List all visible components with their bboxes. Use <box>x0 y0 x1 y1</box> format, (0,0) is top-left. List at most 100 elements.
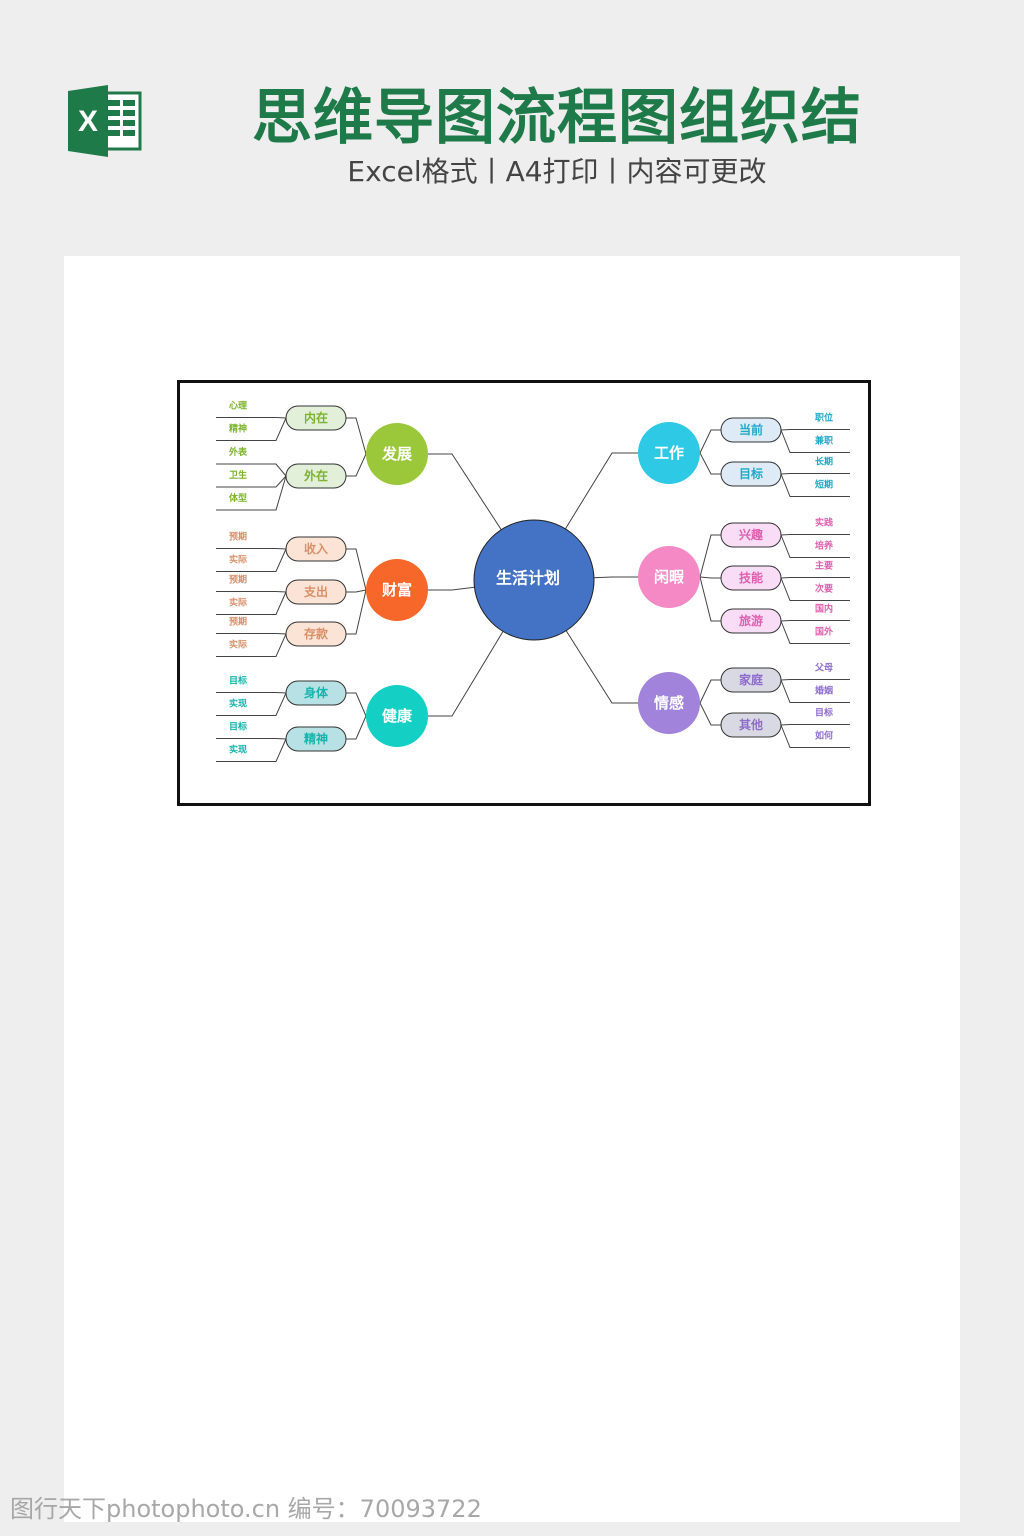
branch-node <box>638 422 700 484</box>
leaf-connector <box>780 534 850 536</box>
leaf-connector <box>216 738 287 762</box>
leaf-connector <box>780 724 850 726</box>
leaf-label: 心理 <box>229 401 247 412</box>
leaf-label: 精神 <box>229 423 247 435</box>
subtopic-label: 兴趣 <box>739 527 764 542</box>
subtopic-connector <box>346 589 367 593</box>
leaf-connector <box>216 548 287 572</box>
subtopic-pill <box>720 522 782 548</box>
branch-node <box>366 685 428 747</box>
leaf-label: 卫生 <box>229 469 247 481</box>
branch-connector <box>428 453 502 530</box>
leaf-label: 国外 <box>815 626 833 638</box>
branch-label: 工作 <box>654 444 684 462</box>
branch-connector <box>428 631 504 717</box>
leaf-label: 国内 <box>815 603 833 615</box>
subtopic-label: 身体 <box>304 685 329 700</box>
leaf-connector <box>216 417 287 419</box>
subtopic-pill <box>720 608 782 634</box>
branch-label: 闲暇 <box>654 568 684 586</box>
branch-node <box>366 559 428 621</box>
subtopic-pill <box>720 417 782 443</box>
leaf-connector <box>216 591 287 615</box>
leaf-connector <box>216 633 287 657</box>
leaf-label: 预期 <box>229 574 247 586</box>
watermark: 图行天下photophoto.cn 编号：70093722 <box>10 1495 482 1523</box>
subtopic-label: 其他 <box>739 717 763 732</box>
branch-node <box>366 423 428 485</box>
leaf-label: 目标 <box>229 675 247 687</box>
leaf-connector <box>780 429 850 431</box>
subtopic-pill <box>285 726 347 752</box>
branch-label: 情感 <box>654 694 684 712</box>
subtopic-label: 旅游 <box>739 613 763 628</box>
leaf-connector <box>780 679 850 681</box>
branch-connector <box>593 576 638 579</box>
subtopic-label: 内在 <box>304 410 328 425</box>
leaf-label: 预期 <box>229 616 247 628</box>
subtopic-label: 家庭 <box>739 672 763 687</box>
leaf-connector <box>780 724 850 748</box>
subtopic-label: 收入 <box>304 541 328 556</box>
subtopic-pill <box>285 579 347 605</box>
leaf-label: 长期 <box>815 456 833 468</box>
subtopic-pill <box>720 667 782 693</box>
leaf-label: 兼职 <box>814 435 833 447</box>
leaf-label: 预期 <box>229 531 247 543</box>
leaf-label: 实际 <box>229 597 247 609</box>
subtopic-pill <box>285 463 347 489</box>
leaf-connector <box>780 577 850 601</box>
subtopic-pill <box>285 680 347 706</box>
leaf-connector <box>780 620 850 622</box>
subtopic-label: 精神 <box>304 731 328 746</box>
branch-label: 发展 <box>381 445 412 463</box>
subtopic-connector <box>699 576 721 622</box>
subtopic-connector <box>699 534 721 578</box>
leaf-connector <box>216 417 287 441</box>
leaf-label: 外表 <box>228 446 248 458</box>
subtopic-connector <box>346 548 367 591</box>
leaf-label: 实现 <box>229 698 247 710</box>
leaf-connector <box>216 475 287 511</box>
subtopic-connector <box>699 702 721 726</box>
leaf-connector <box>780 620 850 644</box>
leaf-connector <box>780 473 850 497</box>
leaf-connector <box>216 475 287 488</box>
leaf-label: 次要 <box>815 583 833 595</box>
page-subtitle: Excel格式丨A4打印丨内容可更改 <box>347 155 767 188</box>
branch-node <box>638 546 700 608</box>
leaf-label: 体型 <box>229 492 247 504</box>
leaf-connector <box>780 534 850 558</box>
subtopic-pill <box>285 621 347 647</box>
svg-text:X: X <box>78 105 98 138</box>
leaf-connector <box>216 463 287 477</box>
leaf-label: 职位 <box>815 412 833 424</box>
subtopic-pill <box>720 565 782 591</box>
branch-label: 财富 <box>382 581 412 599</box>
subtopic-label: 支出 <box>303 584 328 599</box>
leaf-connector <box>780 473 850 475</box>
branch-node <box>638 672 700 734</box>
subtopic-label: 目标 <box>739 466 763 481</box>
branch-connector <box>565 630 638 704</box>
leaf-label: 实际 <box>229 639 247 651</box>
leaf-label: 目标 <box>815 707 833 719</box>
leaf-connector <box>780 429 850 453</box>
leaf-connector <box>216 692 287 716</box>
subtopic-connector <box>346 417 367 455</box>
subtopic-connector <box>346 589 367 635</box>
branch-label: 健康 <box>382 707 413 725</box>
subtopic-label: 当前 <box>739 422 763 437</box>
leaf-label: 主要 <box>815 560 833 572</box>
leaf-connector <box>216 633 287 635</box>
subtopic-pill <box>720 461 782 487</box>
subtopic-connector <box>699 429 721 454</box>
subtopic-connector <box>346 692 367 717</box>
leaf-connector <box>216 738 287 740</box>
leaf-label: 实际 <box>229 554 247 566</box>
subtopic-pill <box>285 405 347 431</box>
leaf-connector <box>780 679 850 703</box>
center-label: 生活计划 <box>496 569 560 588</box>
leaf-label: 培养 <box>815 540 833 552</box>
